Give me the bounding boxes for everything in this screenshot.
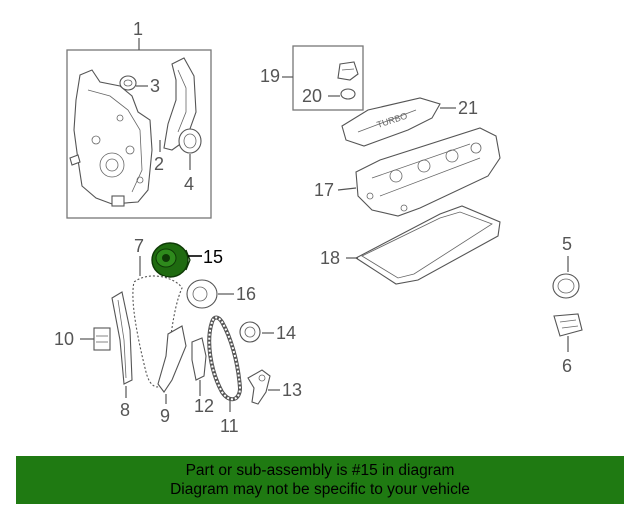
cap-gasket-part-20 bbox=[340, 88, 356, 100]
cam-sprocket-part-15 bbox=[151, 242, 191, 278]
chain-guide-part-12 bbox=[191, 337, 207, 381]
callout-11: 11 bbox=[220, 416, 239, 436]
sprocket-part-14 bbox=[239, 321, 261, 343]
callout-5: 5 bbox=[562, 234, 572, 254]
callout-9: 9 bbox=[160, 406, 170, 426]
callout-7: 7 bbox=[134, 236, 144, 256]
valve-cover-gasket-part-18 bbox=[354, 205, 501, 285]
callout-6: 6 bbox=[562, 356, 572, 376]
callout-15: 15 bbox=[203, 247, 223, 267]
callout-21: 21 bbox=[458, 98, 478, 118]
callout-20: 20 bbox=[302, 86, 322, 106]
oil-filler-cap bbox=[337, 61, 359, 81]
valve-cover-part-17 bbox=[355, 127, 501, 217]
callout-12: 12 bbox=[194, 396, 214, 416]
tensioner-arm-part-13 bbox=[247, 369, 271, 405]
leader-17 bbox=[337, 187, 357, 191]
oil-pump-chain-part-11 bbox=[207, 315, 243, 402]
banner-line-1: Part or sub-assembly is #15 in diagram bbox=[185, 462, 455, 479]
chain-guide-part-9 bbox=[157, 325, 187, 393]
callout-17: 17 bbox=[314, 180, 334, 200]
tensioner-part-10 bbox=[93, 327, 111, 351]
timing-cover bbox=[69, 69, 153, 207]
chain-guide-part-8 bbox=[111, 291, 133, 385]
bracket-part-6 bbox=[553, 313, 583, 337]
sprocket-part-16 bbox=[186, 279, 218, 309]
info-banner: Part or sub-assembly is #15 in diagram D… bbox=[16, 456, 624, 504]
crankshaft-seal-part-5 bbox=[552, 273, 580, 299]
seal-part-4 bbox=[178, 128, 202, 154]
callout-13: 13 bbox=[282, 380, 302, 400]
callout-19: 19 bbox=[260, 66, 280, 86]
seal-part-3 bbox=[119, 75, 137, 91]
callout-2: 2 bbox=[154, 154, 164, 174]
oil-cap-group-box bbox=[292, 45, 364, 111]
callout-3: 3 bbox=[150, 76, 160, 96]
callout-8: 8 bbox=[120, 400, 130, 420]
turbo-cover-part-21: TURBO bbox=[341, 97, 441, 147]
callout-10: 10 bbox=[54, 329, 74, 349]
callout-14: 14 bbox=[276, 323, 296, 343]
callout-4: 4 bbox=[184, 174, 194, 194]
callout-1: 1 bbox=[133, 19, 143, 39]
callout-18: 18 bbox=[320, 248, 340, 268]
timing-cover-insert-part-2 bbox=[163, 57, 197, 151]
banner-line-2: Diagram may not be specific to your vehi… bbox=[170, 481, 470, 498]
callout-16: 16 bbox=[236, 284, 256, 304]
